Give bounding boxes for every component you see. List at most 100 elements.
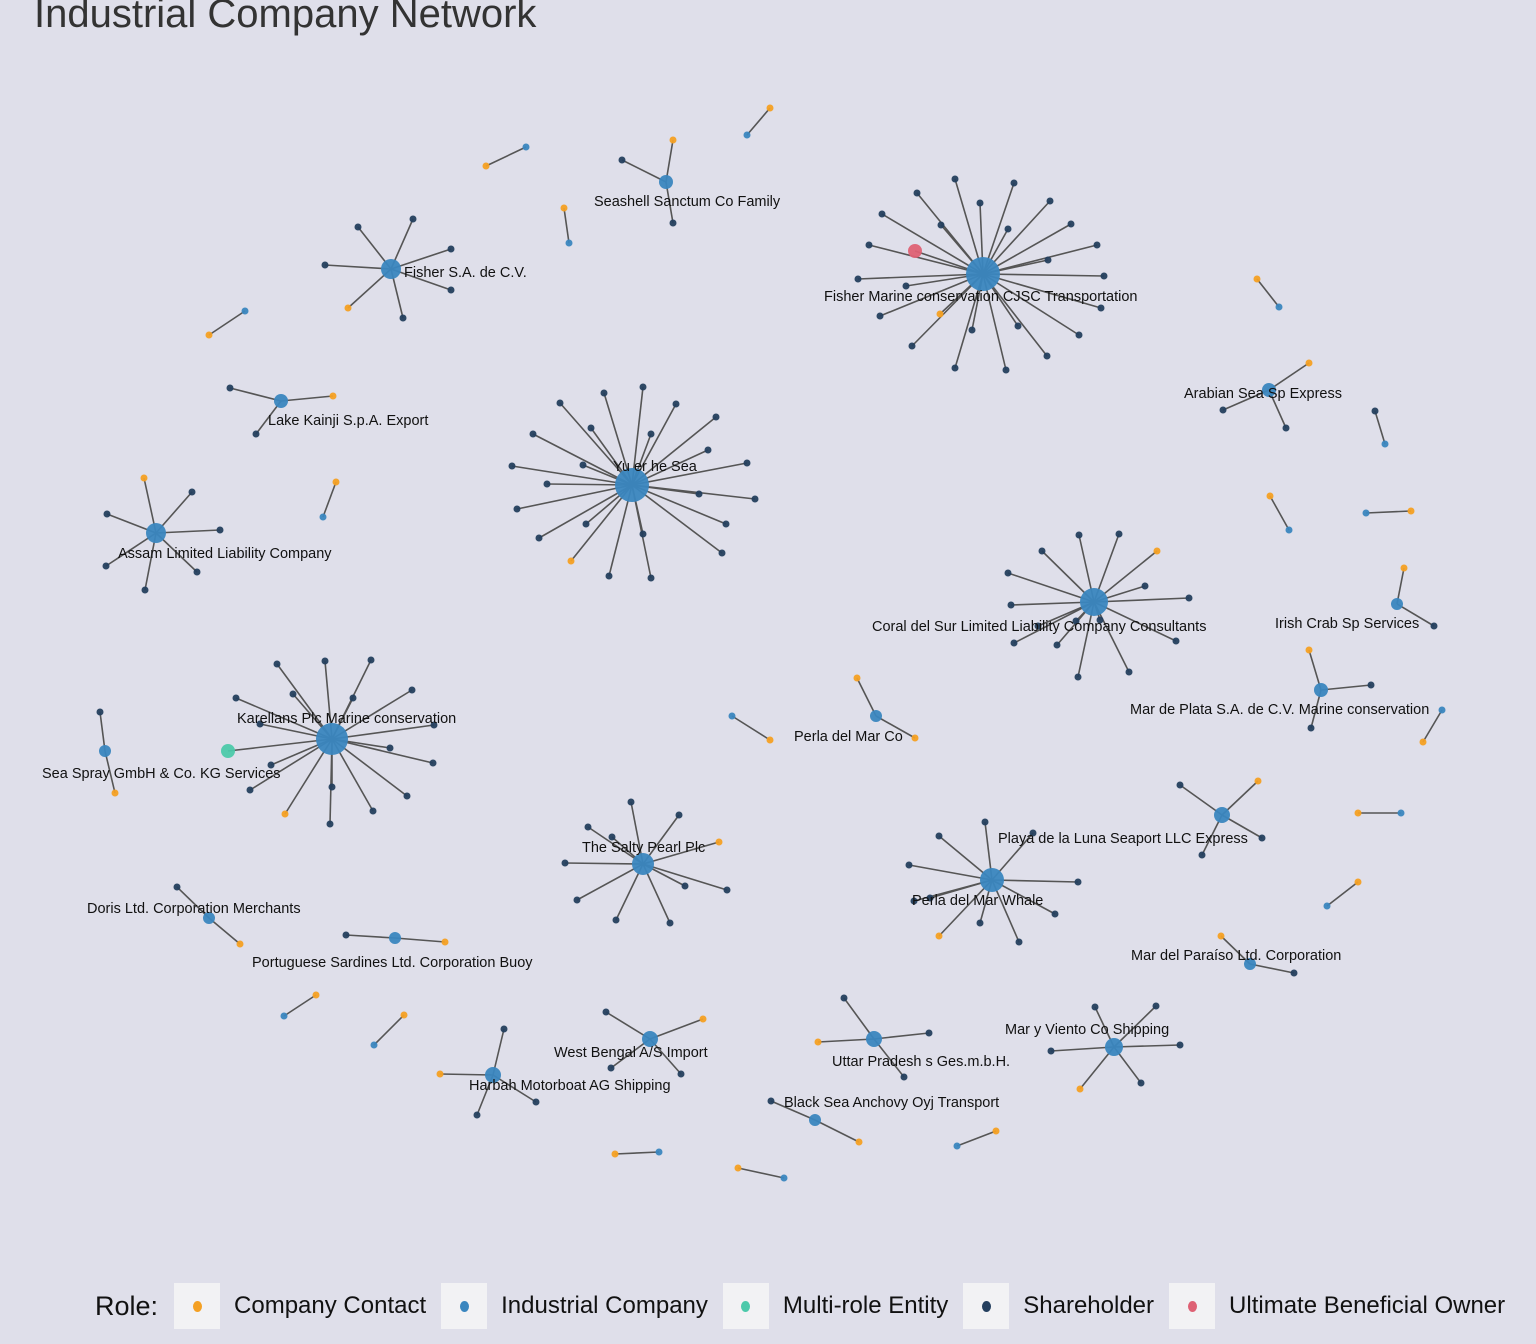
industrial-company-node[interactable] — [1275, 303, 1283, 311]
shareholder-node[interactable] — [1176, 781, 1184, 789]
shareholder-node[interactable] — [543, 480, 551, 488]
company-contact-node[interactable] — [935, 932, 943, 940]
shareholder-node[interactable] — [535, 534, 543, 542]
shareholder-node[interactable] — [556, 399, 564, 407]
shareholder-node[interactable] — [976, 919, 984, 927]
shareholder-node[interactable] — [1002, 366, 1010, 374]
shareholder-node[interactable] — [1047, 1047, 1055, 1055]
shareholder-node[interactable] — [905, 861, 913, 869]
shareholder-node[interactable] — [587, 424, 595, 432]
shareholder-node[interactable] — [430, 721, 438, 729]
shareholder-node[interactable] — [1038, 547, 1046, 555]
shareholder-node[interactable] — [349, 694, 357, 702]
shareholder-node[interactable] — [582, 520, 590, 528]
industrial-company-node[interactable] — [615, 468, 649, 502]
company-contact-node[interactable] — [400, 1011, 408, 1019]
shareholder-node[interactable] — [935, 832, 943, 840]
industrial-company-node[interactable] — [1105, 1038, 1123, 1056]
industrial-company-node[interactable] — [485, 1067, 501, 1083]
shareholder-node[interactable] — [1007, 601, 1015, 609]
shareholder-node[interactable] — [561, 859, 569, 867]
company-contact-node[interactable] — [281, 810, 289, 818]
shareholder-node[interactable] — [508, 462, 516, 470]
shareholder-node[interactable] — [968, 326, 976, 334]
shareholder-node[interactable] — [712, 413, 720, 421]
shareholder-node[interactable] — [865, 241, 873, 249]
shareholder-node[interactable] — [925, 1029, 933, 1037]
industrial-company-node[interactable] — [280, 1012, 288, 1020]
shareholder-node[interactable] — [321, 657, 329, 665]
shareholder-node[interactable] — [723, 886, 731, 894]
shareholder-node[interactable] — [267, 761, 275, 769]
shareholder-node[interactable] — [639, 530, 647, 538]
company-contact-node[interactable] — [1254, 777, 1262, 785]
shareholder-node[interactable] — [677, 1070, 685, 1078]
shareholder-node[interactable] — [226, 384, 234, 392]
industrial-company-node[interactable] — [203, 912, 215, 924]
company-contact-node[interactable] — [1217, 932, 1225, 940]
shareholder-node[interactable] — [500, 1025, 508, 1033]
shareholder-node[interactable] — [639, 383, 647, 391]
shareholder-node[interactable] — [321, 261, 329, 269]
shareholder-node[interactable] — [193, 568, 201, 576]
shareholder-node[interactable] — [1093, 241, 1101, 249]
industrial-company-node[interactable] — [1391, 598, 1403, 610]
shareholder-node[interactable] — [1074, 673, 1082, 681]
shareholder-node[interactable] — [672, 400, 680, 408]
company-contact-node[interactable] — [1400, 564, 1408, 572]
shareholder-node[interactable] — [1015, 938, 1023, 946]
shareholder-node[interactable] — [840, 994, 848, 1002]
shareholder-node[interactable] — [600, 389, 608, 397]
company-contact-node[interactable] — [1354, 878, 1362, 886]
company-contact-node[interactable] — [329, 392, 337, 400]
industrial-company-node[interactable] — [1362, 509, 1370, 517]
company-contact-node[interactable] — [332, 478, 340, 486]
shareholder-node[interactable] — [1046, 197, 1054, 205]
shareholder-node[interactable] — [246, 786, 254, 794]
shareholder-node[interactable] — [1010, 639, 1018, 647]
shareholder-node[interactable] — [399, 314, 407, 322]
shareholder-node[interactable] — [1115, 530, 1123, 538]
shareholder-node[interactable] — [627, 798, 635, 806]
shareholder-node[interactable] — [605, 572, 613, 580]
shareholder-node[interactable] — [751, 495, 759, 503]
company-contact-node[interactable] — [936, 310, 944, 318]
industrial-company-node[interactable] — [241, 307, 249, 315]
shareholder-node[interactable] — [607, 1064, 615, 1072]
shareholder-node[interactable] — [216, 526, 224, 534]
shareholder-node[interactable] — [1290, 969, 1298, 977]
shareholder-node[interactable] — [1096, 616, 1104, 624]
shareholder-node[interactable] — [1125, 668, 1133, 676]
shareholder-node[interactable] — [876, 312, 884, 320]
company-contact-node[interactable] — [344, 304, 352, 312]
company-contact-node[interactable] — [205, 331, 213, 339]
company-contact-node[interactable] — [766, 104, 774, 112]
shareholder-node[interactable] — [188, 488, 196, 496]
shareholder-node[interactable] — [273, 660, 281, 668]
shareholder-node[interactable] — [908, 342, 916, 350]
shareholder-node[interactable] — [173, 883, 181, 891]
industrial-company-node[interactable] — [1323, 902, 1331, 910]
shareholder-node[interactable] — [1044, 256, 1052, 264]
shareholder-node[interactable] — [612, 916, 620, 924]
shareholder-node[interactable] — [1185, 594, 1193, 602]
company-contact-node[interactable] — [669, 136, 677, 144]
shareholder-node[interactable] — [1074, 878, 1082, 886]
company-contact-node[interactable] — [699, 1015, 707, 1023]
shareholder-node[interactable] — [367, 656, 375, 664]
shareholder-node[interactable] — [910, 897, 918, 905]
shareholder-node[interactable] — [767, 1097, 775, 1105]
shareholder-node[interactable] — [718, 549, 726, 557]
shareholder-node[interactable] — [951, 175, 959, 183]
company-contact-node[interactable] — [1253, 275, 1261, 283]
shareholder-node[interactable] — [1091, 1003, 1099, 1011]
shareholder-node[interactable] — [1043, 352, 1051, 360]
company-contact-node[interactable] — [766, 736, 774, 744]
shareholder-node[interactable] — [1430, 622, 1438, 630]
shareholder-node[interactable] — [342, 931, 350, 939]
company-contact-node[interactable] — [567, 557, 575, 565]
shareholder-node[interactable] — [513, 505, 521, 513]
industrial-company-node[interactable] — [809, 1114, 821, 1126]
shareholder-node[interactable] — [141, 586, 149, 594]
shareholder-node[interactable] — [722, 520, 730, 528]
